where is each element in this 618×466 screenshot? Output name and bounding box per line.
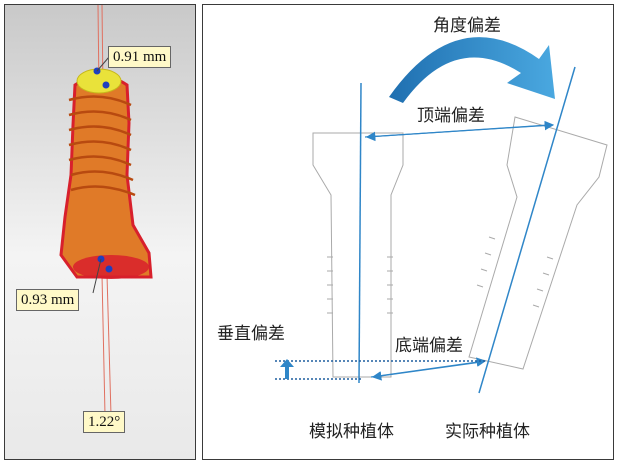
axis-line-c — [101, 274, 106, 416]
top-label-leader — [96, 56, 110, 72]
actual-implant-label: 实际种植体 — [445, 422, 530, 442]
angle-deviation-measurement: 1.22° — [83, 411, 126, 433]
virtual-implant-threads — [327, 256, 393, 314]
top-deviation-measurement: 0.91 mm — [108, 46, 172, 68]
vertical-deviation-arrow — [280, 359, 294, 379]
bottom-label-leader — [92, 258, 102, 294]
actual-implant-outline — [468, 116, 608, 370]
bottom-deviation-label: 底端偏差 — [395, 336, 463, 356]
vertical-deviation-label: 垂直偏差 — [217, 324, 285, 344]
actual-implant-threads — [476, 236, 554, 308]
deviation-schematic: 角度偏差 顶端偏差 垂直偏差 底端偏差 模拟种植体 实际种植体 — [217, 16, 608, 442]
axis-line-d — [106, 274, 112, 416]
scanned-implant-body — [59, 74, 153, 279]
deviation-schematic-panel: 角度偏差 顶端偏差 垂直偏差 底端偏差 模拟种植体 实际种植体 — [202, 4, 614, 460]
angle-deviation-arrow — [389, 37, 555, 103]
bottom-deviation-measurement: 0.93 mm — [16, 289, 80, 311]
virtual-implant-label: 模拟种植体 — [309, 422, 394, 442]
bottom-marker-actual — [105, 265, 113, 273]
implant-scan-image — [59, 5, 153, 416]
virtual-implant-outline — [312, 132, 404, 378]
implant-threads — [68, 95, 136, 197]
top-marker-actual — [102, 81, 110, 89]
angle-deviation-label: 角度偏差 — [433, 16, 501, 36]
virtual-implant-axis — [358, 82, 362, 384]
top-deviation-label: 顶端偏差 — [417, 106, 485, 126]
actual-implant-axis — [478, 66, 576, 394]
scan-overlay-panel: 0.91 mm 0.93 mm 1.22° — [4, 4, 196, 460]
